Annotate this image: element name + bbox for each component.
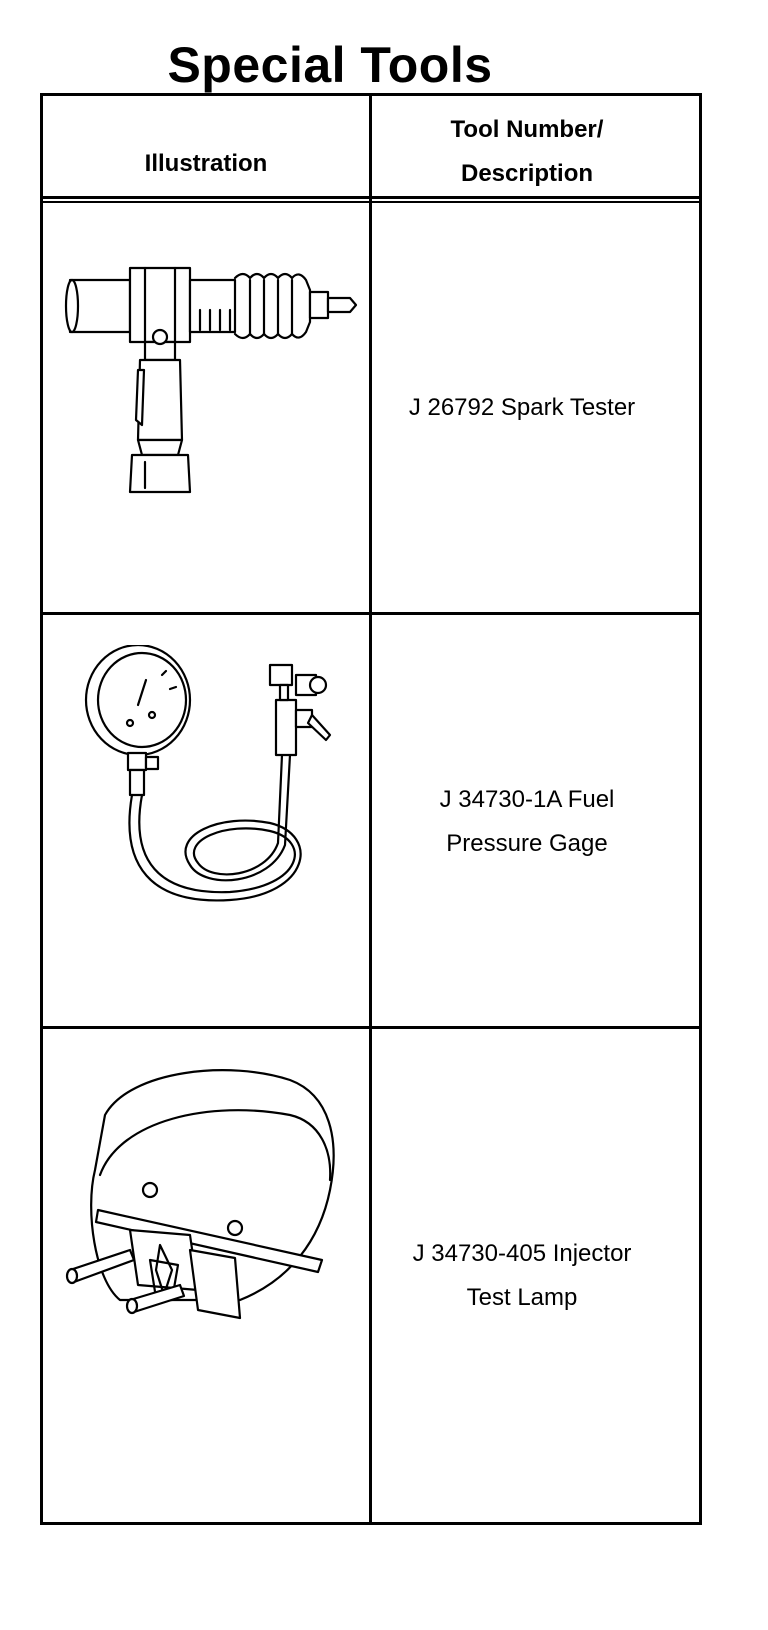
header-illustration: Illustration (144, 150, 268, 177)
row-3-description: J 34730-405 Injector Test Lamp (412, 1240, 632, 1311)
spark-tester-icon (64, 266, 358, 494)
header-bottom-border-2 (40, 201, 702, 203)
row-divider-1 (40, 612, 702, 615)
header-bottom-border (40, 196, 702, 199)
injector-test-lamp-icon (65, 1069, 335, 1320)
table-border-right (699, 93, 702, 1525)
row-1-description: J 26792 Spark Tester (408, 394, 636, 421)
page-title: Special Tools (167, 37, 493, 93)
row-2-description: J 34730-1A Fuel Pressure Gage (439, 786, 615, 857)
table-border-left (40, 93, 43, 1525)
table-border-top (40, 93, 702, 96)
header-description: Tool Number/ Description (450, 116, 604, 187)
row-divider-2 (40, 1026, 702, 1029)
fuel-pressure-gage-icon (84, 645, 332, 902)
table-border-bottom (40, 1522, 702, 1525)
table-divider-vertical (369, 93, 372, 1525)
